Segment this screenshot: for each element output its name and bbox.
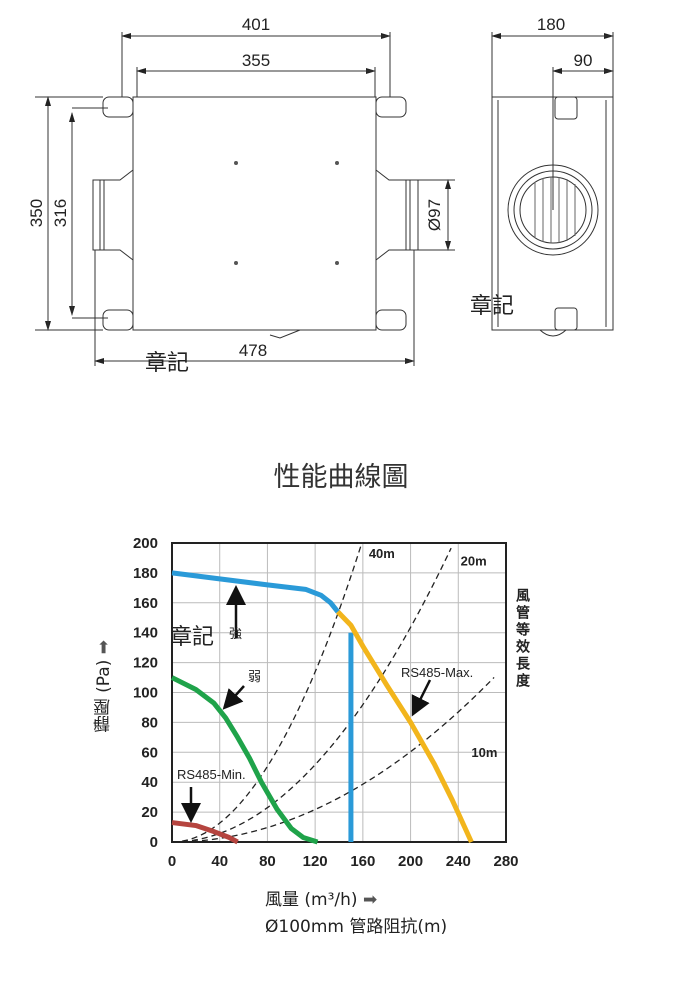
mount-bracket <box>102 96 134 118</box>
y-tick-label: 160 <box>133 595 158 612</box>
dim-180: 180 <box>537 15 565 34</box>
dim-90: 90 <box>574 51 593 70</box>
section-title: 性能曲線圖 <box>273 462 409 493</box>
y-tick-label: 0 <box>150 834 158 851</box>
dim-duct-diameter: Ø97 <box>425 199 444 231</box>
resistance-curve-20m <box>172 547 452 842</box>
side-view <box>491 32 614 337</box>
y-tick-label: 120 <box>133 655 158 672</box>
resistance-curve-40m <box>172 543 363 842</box>
series-弱 <box>170 675 319 845</box>
stamp: 章記 <box>170 625 215 650</box>
x-axis-label: 風量 (m³/h) ➡ <box>265 885 377 910</box>
y-tick-label: 80 <box>141 714 158 731</box>
y-tick-label: 180 <box>133 565 158 582</box>
x-tick-label: 200 <box>398 853 423 870</box>
x-tick-label: 80 <box>259 853 276 870</box>
resistance-label: 20m <box>461 553 487 568</box>
x-axis-label-text: 風量 (m³/h) <box>265 890 358 910</box>
series-RS485-Max. <box>336 610 474 844</box>
arrow-right-icon: ➡ <box>362 890 378 910</box>
series-強 <box>171 570 340 614</box>
dim-350: 350 <box>27 199 46 227</box>
dim-355: 355 <box>242 51 270 70</box>
y-tick-label: 60 <box>141 744 158 761</box>
y-tick-label: 40 <box>141 774 158 791</box>
y-axis-label: 靜壓 (Pa) ➡ <box>91 640 114 733</box>
dim-316: 316 <box>51 199 70 227</box>
x-tick-label: 120 <box>303 853 328 870</box>
left-duct <box>92 169 134 261</box>
dim-401: 401 <box>242 15 270 34</box>
label-rs485-min: RS485-Min. <box>177 767 246 782</box>
y-axis-label-text: 靜壓 (Pa) <box>94 659 114 733</box>
front-view <box>35 32 455 366</box>
label-strong: 強 <box>229 626 242 641</box>
x-tick-label: 160 <box>350 853 375 870</box>
plot-frame <box>171 542 507 843</box>
housing-outline <box>132 96 377 331</box>
arrow-weak-icon <box>222 685 245 710</box>
resistance-label: 40m <box>369 546 395 561</box>
label-rs485-max: RS485-Max. <box>401 665 473 680</box>
y-tick-label: 20 <box>141 804 158 821</box>
arrow-rs485-max-icon <box>411 679 432 717</box>
x-tick-label: 0 <box>168 853 176 870</box>
x-axis-label-2: Ø100mm 管路阻抗(m) <box>265 917 448 937</box>
x-tick-label: 280 <box>493 853 518 870</box>
right-duct <box>375 169 419 261</box>
series-RS485-Min. <box>171 820 239 845</box>
y-tick-label: 100 <box>133 685 158 702</box>
resistance-label: 10m <box>471 745 497 760</box>
resistance-curve-10m <box>172 676 495 842</box>
x-tick-label: 240 <box>446 853 471 870</box>
arrow-up-icon: ➡ <box>94 640 114 655</box>
label-weak: 弱 <box>248 669 261 684</box>
y-tick-label: 140 <box>133 625 158 642</box>
stamp: 章記 <box>145 351 190 376</box>
performance-chart: 0 40 80 120 160 200 240 280 0 20 40 60 80 100 120 140 16… <box>133 535 519 870</box>
dim-478: 478 <box>239 341 267 360</box>
stamp: 章記 <box>470 294 515 319</box>
y-tick-label: 200 <box>133 535 158 552</box>
right-axis-label: 風管等效長度 <box>514 588 530 690</box>
x-tick-label: 40 <box>211 853 228 870</box>
